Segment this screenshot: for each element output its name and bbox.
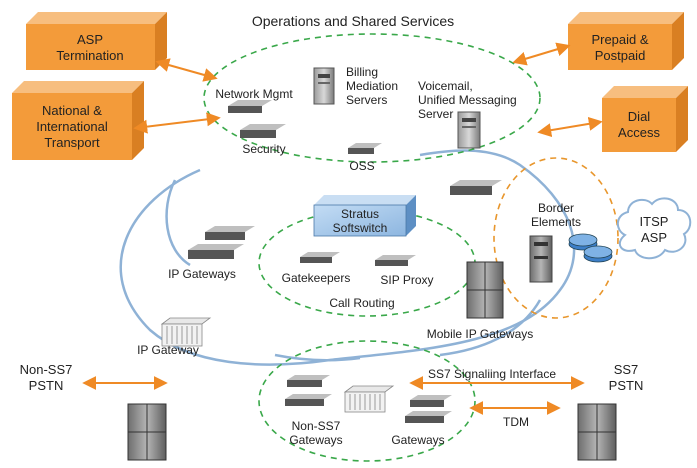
stratus-softswitch: Stratus Softswitch — [313, 195, 416, 237]
border-routers — [568, 233, 613, 263]
svg-text:Dial: Dial — [628, 109, 651, 124]
pstn-gateway-chassis — [343, 385, 395, 413]
svg-text:ASP: ASP — [641, 230, 667, 245]
asp-termination-box: ASP Termination — [26, 12, 167, 70]
svg-text:ITSP: ITSP — [640, 214, 669, 229]
dial-access-box: Dial Access — [602, 86, 688, 152]
gateways-label: Gateways — [391, 433, 444, 447]
security-router — [240, 124, 286, 138]
call-routing-label: Call Routing — [329, 296, 394, 310]
svg-text:Access: Access — [618, 125, 660, 140]
national-transport-box: National & International Transport — [12, 81, 144, 160]
ip-gateway-chassis — [160, 317, 212, 347]
mobile-ip-gateway-rack — [466, 261, 504, 319]
svg-text:Border: Border — [538, 201, 574, 215]
ip-gateway-router-2 — [188, 244, 244, 259]
tdm-label: TDM — [503, 415, 529, 429]
ip-gateway-label: IP Gateway — [137, 343, 199, 357]
svg-text:Unified Messaging: Unified Messaging — [418, 93, 517, 107]
gateway-router-2 — [405, 411, 452, 423]
diagram-title: Operations and Shared Services — [252, 13, 454, 29]
svg-text:Stratus: Stratus — [341, 207, 379, 221]
svg-text:Termination: Termination — [56, 48, 123, 63]
ss7-pstn-label: SS7 PSTN — [609, 362, 644, 393]
svg-text:Gateways: Gateways — [289, 433, 342, 447]
non-ss7-pstn-rack — [127, 403, 167, 461]
svg-text:PSTN: PSTN — [29, 378, 64, 393]
voicemail-server — [457, 111, 481, 149]
gatekeepers-label: Gatekeepers — [282, 271, 351, 285]
svg-text:Prepaid &: Prepaid & — [591, 32, 648, 47]
svg-text:Postpaid: Postpaid — [595, 48, 646, 63]
network-mgmt-label: Network Mgmt — [215, 87, 293, 101]
service-arrows — [82, 42, 603, 415]
gateway-router-1 — [410, 395, 452, 407]
oss-router — [348, 143, 382, 154]
non-ss7-gateway-router-2 — [285, 394, 332, 406]
svg-text:Non-SS7: Non-SS7 — [292, 419, 341, 433]
prepaid-postpaid-box: Prepaid & Postpaid — [568, 12, 684, 70]
ss7-interface-label: SS7 Signaliing Interface — [428, 367, 556, 381]
border-elements-label: Border Elements — [531, 201, 581, 229]
svg-text:Non-SS7: Non-SS7 — [20, 362, 73, 377]
operations-ring — [203, 33, 541, 163]
svg-text:National &: National & — [42, 103, 102, 118]
oss-label: OSS — [349, 159, 374, 173]
border-elements-ring — [493, 157, 619, 319]
svg-text:Elements: Elements — [531, 215, 581, 229]
ip-gateways-label: IP Gateways — [168, 267, 236, 281]
svg-text:Mediation: Mediation — [346, 79, 398, 93]
gatekeeper-router — [300, 252, 340, 263]
voicemail-label: Voicemail, Unified Messaging Server — [418, 79, 517, 121]
itsp-cloud: ITSP ASP — [616, 197, 692, 260]
ip-gateway-router-1 — [205, 226, 255, 240]
border-server — [529, 235, 553, 283]
non-ss7-gateway-router-1 — [287, 375, 330, 387]
svg-text:International: International — [36, 119, 108, 134]
svg-text:PSTN: PSTN — [609, 378, 644, 393]
network-mgmt-router — [228, 100, 272, 113]
svg-text:Servers: Servers — [346, 93, 387, 107]
svg-text:ASP: ASP — [77, 32, 103, 47]
svg-text:Server: Server — [418, 107, 453, 121]
backbone-router — [450, 180, 502, 195]
non-ss7-gateways-label: Non-SS7 Gateways — [289, 419, 342, 447]
svg-text:Softswitch: Softswitch — [333, 221, 388, 235]
router-devices — [188, 100, 502, 423]
mobile-ip-gateways-label: Mobile IP Gateways — [427, 327, 534, 341]
billing-server — [313, 67, 335, 105]
sip-proxy-router — [375, 255, 416, 266]
svg-text:Transport: Transport — [44, 135, 100, 150]
svg-text:Billing: Billing — [346, 65, 378, 79]
ss7-pstn-rack — [577, 403, 617, 461]
svg-text:Voicemail,: Voicemail, — [418, 79, 473, 93]
security-label: Security — [242, 142, 285, 156]
non-ss7-pstn-label: Non-SS7 PSTN — [20, 362, 73, 393]
backbone-links — [119, 149, 576, 366]
sip-proxy-label: SIP Proxy — [380, 273, 433, 287]
billing-label: Billing Mediation Servers — [346, 65, 398, 107]
svg-text:SS7: SS7 — [614, 362, 639, 377]
